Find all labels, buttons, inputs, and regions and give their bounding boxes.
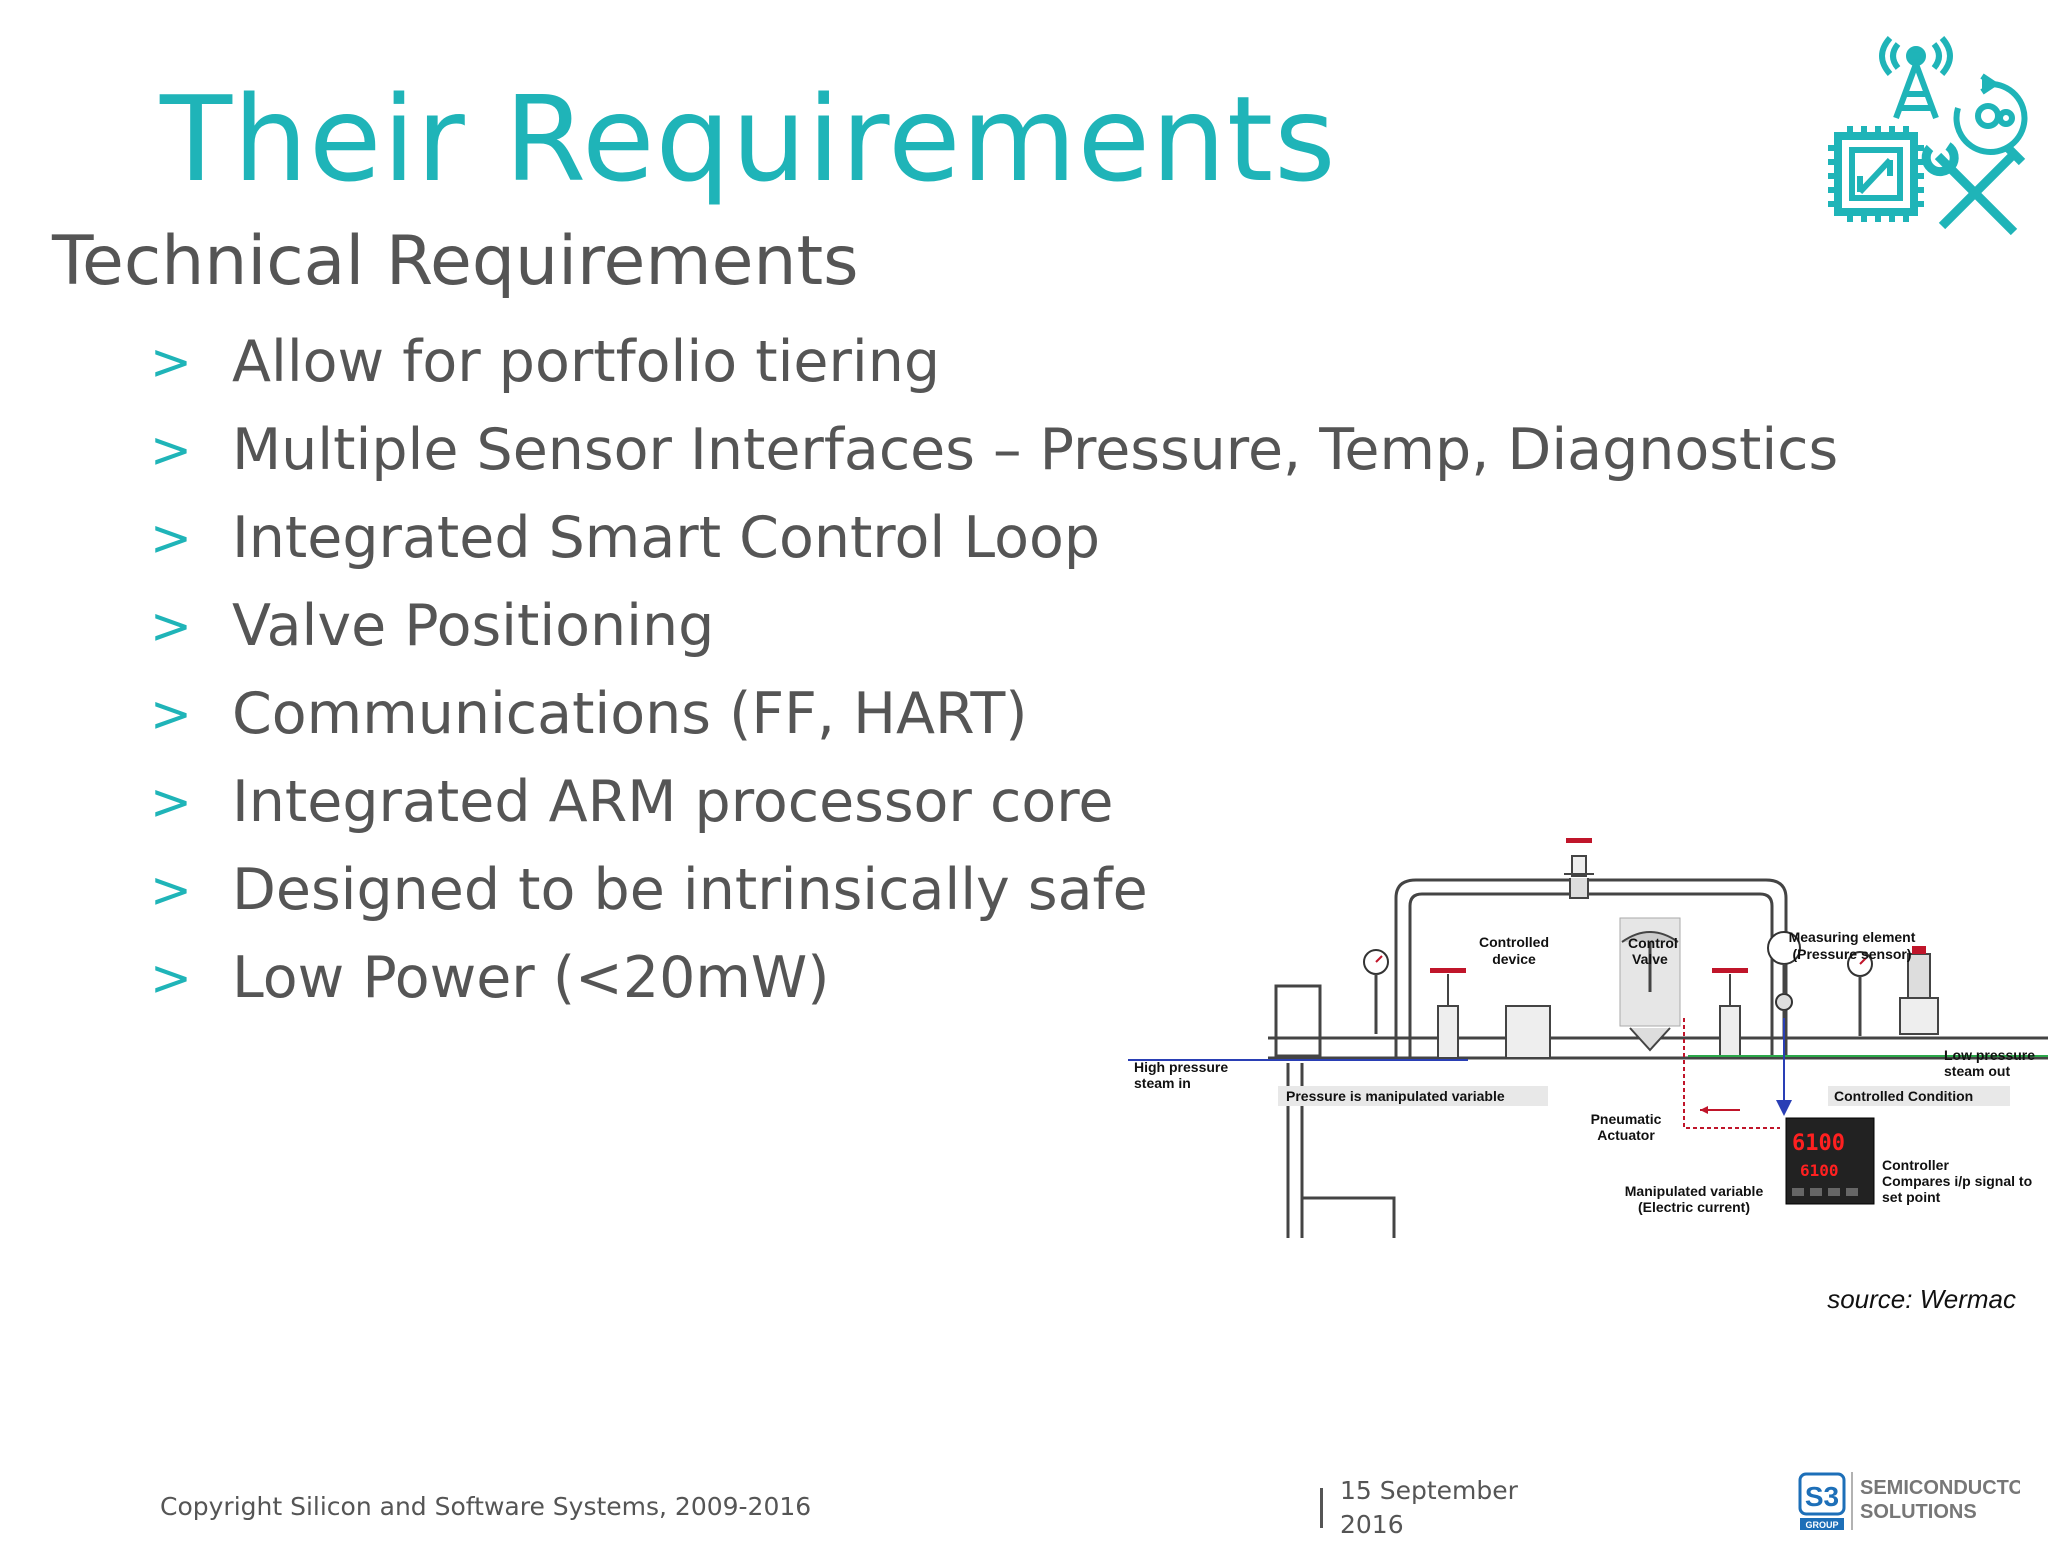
list-item: > Allow for portfolio tiering — [150, 318, 1838, 406]
signal-line — [1683, 1018, 1780, 1129]
list-item: > Designed to be intrinsically safe — [150, 846, 1838, 934]
bullet-text: Valve Positioning — [232, 593, 715, 659]
bullet-text: Low Power (<20mW) — [232, 945, 830, 1011]
list-item: > Integrated ARM processor core — [150, 758, 1838, 846]
diagram-label: Valve — [1632, 951, 1668, 967]
pressure-sensor-icon — [1767, 931, 1801, 1038]
chip-icon — [1828, 126, 1924, 222]
bullet-marker-icon: > — [150, 333, 192, 391]
diagram-label: Actuator — [1597, 1127, 1655, 1143]
list-item: > Integrated Smart Control Loop — [150, 494, 1838, 582]
bullet-text: Designed to be intrinsically safe — [232, 857, 1148, 923]
bullet-marker-icon: > — [150, 773, 192, 831]
diagram-source: source: Wermac — [1827, 1284, 2016, 1314]
safety-valve-icon — [1899, 946, 1939, 1035]
logo-mark-text: S3 — [1805, 1481, 1839, 1512]
slide-subtitle: Technical Requirements — [52, 222, 859, 301]
bullet-text: Communications (FF, HART) — [232, 681, 1028, 747]
list-item: > Valve Positioning — [150, 582, 1838, 670]
logo-mark-icon — [1798, 1472, 1846, 1516]
bullet-marker-icon: > — [150, 685, 192, 743]
gear-cycle-icon — [1953, 73, 2028, 155]
diagram-label: High pressure — [1134, 1059, 1228, 1075]
controller-display: 6100 6100 — [1785, 1117, 1875, 1205]
bullet-text: Integrated Smart Control Loop — [232, 505, 1100, 571]
diagram-label: (Electric current) — [1638, 1199, 1750, 1215]
bullet-marker-icon: > — [150, 509, 192, 567]
diagram-label: Controlled Condition — [1834, 1088, 1973, 1104]
tools-icon — [1921, 142, 2026, 236]
diagram-label: Manipulated variable — [1625, 1183, 1764, 1199]
bypass-pipe — [1394, 878, 1788, 1058]
bullet-marker-icon: > — [150, 949, 192, 1007]
display-bottom-readout: 6100 — [1800, 1161, 1839, 1180]
bullet-text: Multiple Sensor Interfaces – Pressure, T… — [232, 417, 1839, 483]
pressure-gauge-icon — [1363, 949, 1389, 1034]
bullet-marker-icon: > — [150, 421, 192, 479]
diagram-label: (Pressure sensor) — [1792, 946, 1911, 962]
diagram-label: Control — [1628, 935, 1678, 951]
company-logo: S3 GROUP SEMICONDUCTOR SOLUTIONS — [1798, 1472, 2020, 1530]
bullet-text: Integrated ARM processor core — [232, 769, 1114, 835]
diagram-label: Compares i/p signal to — [1882, 1173, 2032, 1189]
diagram-label: Controlled — [1479, 934, 1549, 950]
bullet-marker-icon: > — [150, 597, 192, 655]
footer-divider — [1320, 1488, 1323, 1528]
pressure-gauge-icon — [1847, 951, 1873, 1036]
diagram-label: set point — [1882, 1189, 1941, 1205]
bullet-marker-icon: > — [150, 861, 192, 919]
bypass-valve-icon — [1564, 838, 1594, 899]
list-item: > Communications (FF, HART) — [150, 670, 1838, 758]
diagram-label: device — [1492, 951, 1536, 967]
gate-valve-icon — [1430, 968, 1748, 1059]
diagram-label: Pneumatic — [1591, 1111, 1662, 1127]
logo-group-text: GROUP — [1805, 1520, 1838, 1530]
slide-date: 15 September 2016 — [1340, 1476, 1518, 1539]
bullet-text: Allow for portfolio tiering — [232, 329, 941, 395]
company-name-line1: SEMICONDUCTOR — [1860, 1477, 2020, 1499]
diagram-label: steam in — [1134, 1075, 1191, 1091]
antenna-tower-icon — [1879, 36, 1953, 120]
display-top-readout: 6100 — [1792, 1131, 1845, 1156]
diagram-label: Low pressure — [1944, 1047, 2035, 1063]
diagram-label: Measuring element — [1789, 929, 1916, 945]
company-name-line2: SOLUTIONS — [1860, 1501, 1977, 1523]
control-loop-diagram: 6100 6100 Controlled device Control Valv… — [1128, 838, 2048, 1238]
diagram-label: steam out — [1944, 1063, 2010, 1079]
diagram-label: Pressure is manipulated variable — [1286, 1088, 1505, 1104]
requirements-list: > Allow for portfolio tiering > Multiple S… — [150, 318, 1838, 1022]
slide-title: Their Requirements — [160, 70, 1337, 208]
list-item: > Multiple Sensor Interfaces – Pressure, … — [150, 406, 1838, 494]
diagram-label: Controller — [1882, 1157, 1949, 1173]
copyright-text: Copyright Silicon and Software Systems, … — [160, 1492, 812, 1521]
control-valve-icon — [1619, 917, 1681, 1052]
list-item: > Low Power (<20mW) — [150, 934, 1838, 1022]
tech-icons-logo — [1828, 36, 2028, 236]
